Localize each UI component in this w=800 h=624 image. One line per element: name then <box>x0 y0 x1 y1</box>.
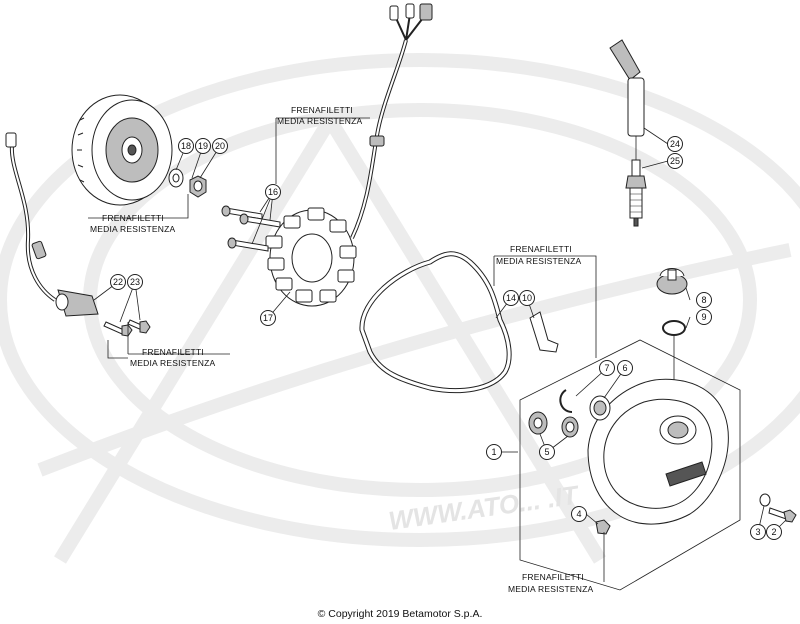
note-pickup-line2: MEDIA RESISTENZA <box>130 358 216 368</box>
cable-clip <box>529 311 559 353</box>
callout-17: 17 <box>260 310 276 326</box>
svg-text:20: 20 <box>215 141 225 151</box>
drain-plug <box>595 519 611 535</box>
note-pickup-line1: FRENAFILETTI <box>142 347 204 357</box>
oil-seal-small <box>561 416 579 438</box>
callout-1: 1 <box>486 444 502 460</box>
note-flywheel-line1: FRENAFILETTI <box>102 213 164 223</box>
stator-screws <box>221 205 281 252</box>
svg-text:16: 16 <box>268 187 278 197</box>
spark-plug-cap <box>609 39 645 137</box>
note-drain-line1: FRENAFILETTI <box>522 572 584 582</box>
cover-screw <box>768 507 797 523</box>
svg-text:4: 4 <box>576 509 581 519</box>
callout-7: 7 <box>599 360 615 376</box>
svg-text:24: 24 <box>670 139 680 149</box>
flywheel-nut <box>189 175 207 198</box>
note-cover-line1: FRENAFILETTI <box>510 244 572 254</box>
flywheel-washer <box>168 168 184 188</box>
callout-8: 8 <box>696 292 712 308</box>
callout-25: 25 <box>667 153 683 169</box>
svg-text:8: 8 <box>701 295 706 305</box>
callout-2: 2 <box>766 524 782 540</box>
callout-24: 24 <box>667 136 683 152</box>
callout-4: 4 <box>571 506 587 522</box>
note-flywheel: FRENAFILETTI MEDIA RESISTENZA <box>90 213 176 234</box>
note-cover-line2: MEDIA RESISTENZA <box>496 256 582 266</box>
svg-text:10: 10 <box>522 293 532 303</box>
flywheel-rotor <box>71 94 173 206</box>
note-stator-line2: MEDIA RESISTENZA <box>277 116 363 126</box>
callout-5: 5 <box>539 444 555 460</box>
pickup-sensor-cable <box>5 132 99 317</box>
svg-text:1: 1 <box>491 447 496 457</box>
bearing <box>589 395 611 421</box>
oil-filler-cap <box>656 268 688 295</box>
callout-6: 6 <box>617 360 633 376</box>
cover-washer <box>759 493 771 507</box>
svg-text:6: 6 <box>622 363 627 373</box>
note-cover: FRENAFILETTI MEDIA RESISTENZA <box>496 244 582 266</box>
o-ring <box>662 320 686 336</box>
svg-text:9: 9 <box>701 312 706 322</box>
stator <box>265 207 357 307</box>
note-stator-line1: FRENAFILETTI <box>291 105 353 115</box>
callout-10: 10 <box>519 290 535 306</box>
ignition-cover <box>587 378 729 525</box>
pickup-screws <box>103 319 151 337</box>
cover-gasket <box>359 251 512 394</box>
note-drain-line2: MEDIA RESISTENZA <box>508 584 594 594</box>
callout-9: 9 <box>696 309 712 325</box>
svg-text:17: 17 <box>263 313 273 323</box>
oil-seal-large <box>528 411 548 435</box>
note-flywheel-line2: MEDIA RESISTENZA <box>90 224 176 234</box>
note-drain: FRENAFILETTI MEDIA RESISTENZA <box>508 572 594 594</box>
svg-text:14: 14 <box>506 293 516 303</box>
svg-text:23: 23 <box>130 277 140 287</box>
svg-text:7: 7 <box>604 363 609 373</box>
svg-text:18: 18 <box>181 141 191 151</box>
circlip <box>559 389 573 413</box>
callout-19: 19 <box>195 138 211 154</box>
copyright-notice: © Copyright 2019 Betamotor S.p.A. <box>317 608 483 620</box>
callout-18: 18 <box>178 138 194 154</box>
callout-14: 14 <box>503 290 519 306</box>
svg-text:2: 2 <box>771 527 776 537</box>
note-stator: FRENAFILETTI MEDIA RESISTENZA <box>277 105 363 126</box>
svg-text:25: 25 <box>670 156 680 166</box>
svg-text:19: 19 <box>198 141 208 151</box>
svg-text:5: 5 <box>544 447 549 457</box>
note-pickup: FRENAFILETTI MEDIA RESISTENZA <box>130 347 216 368</box>
spark-plug <box>625 159 647 227</box>
callout-23: 23 <box>127 274 143 290</box>
callout-16: 16 <box>265 184 281 200</box>
callout-3: 3 <box>750 524 766 540</box>
callout-22: 22 <box>110 274 126 290</box>
svg-text:22: 22 <box>113 277 123 287</box>
svg-text:3: 3 <box>755 527 760 537</box>
watermark-logo: WWW.ATO... .IT <box>0 53 800 564</box>
stator-cable <box>350 3 433 239</box>
callout-20: 20 <box>212 138 228 154</box>
